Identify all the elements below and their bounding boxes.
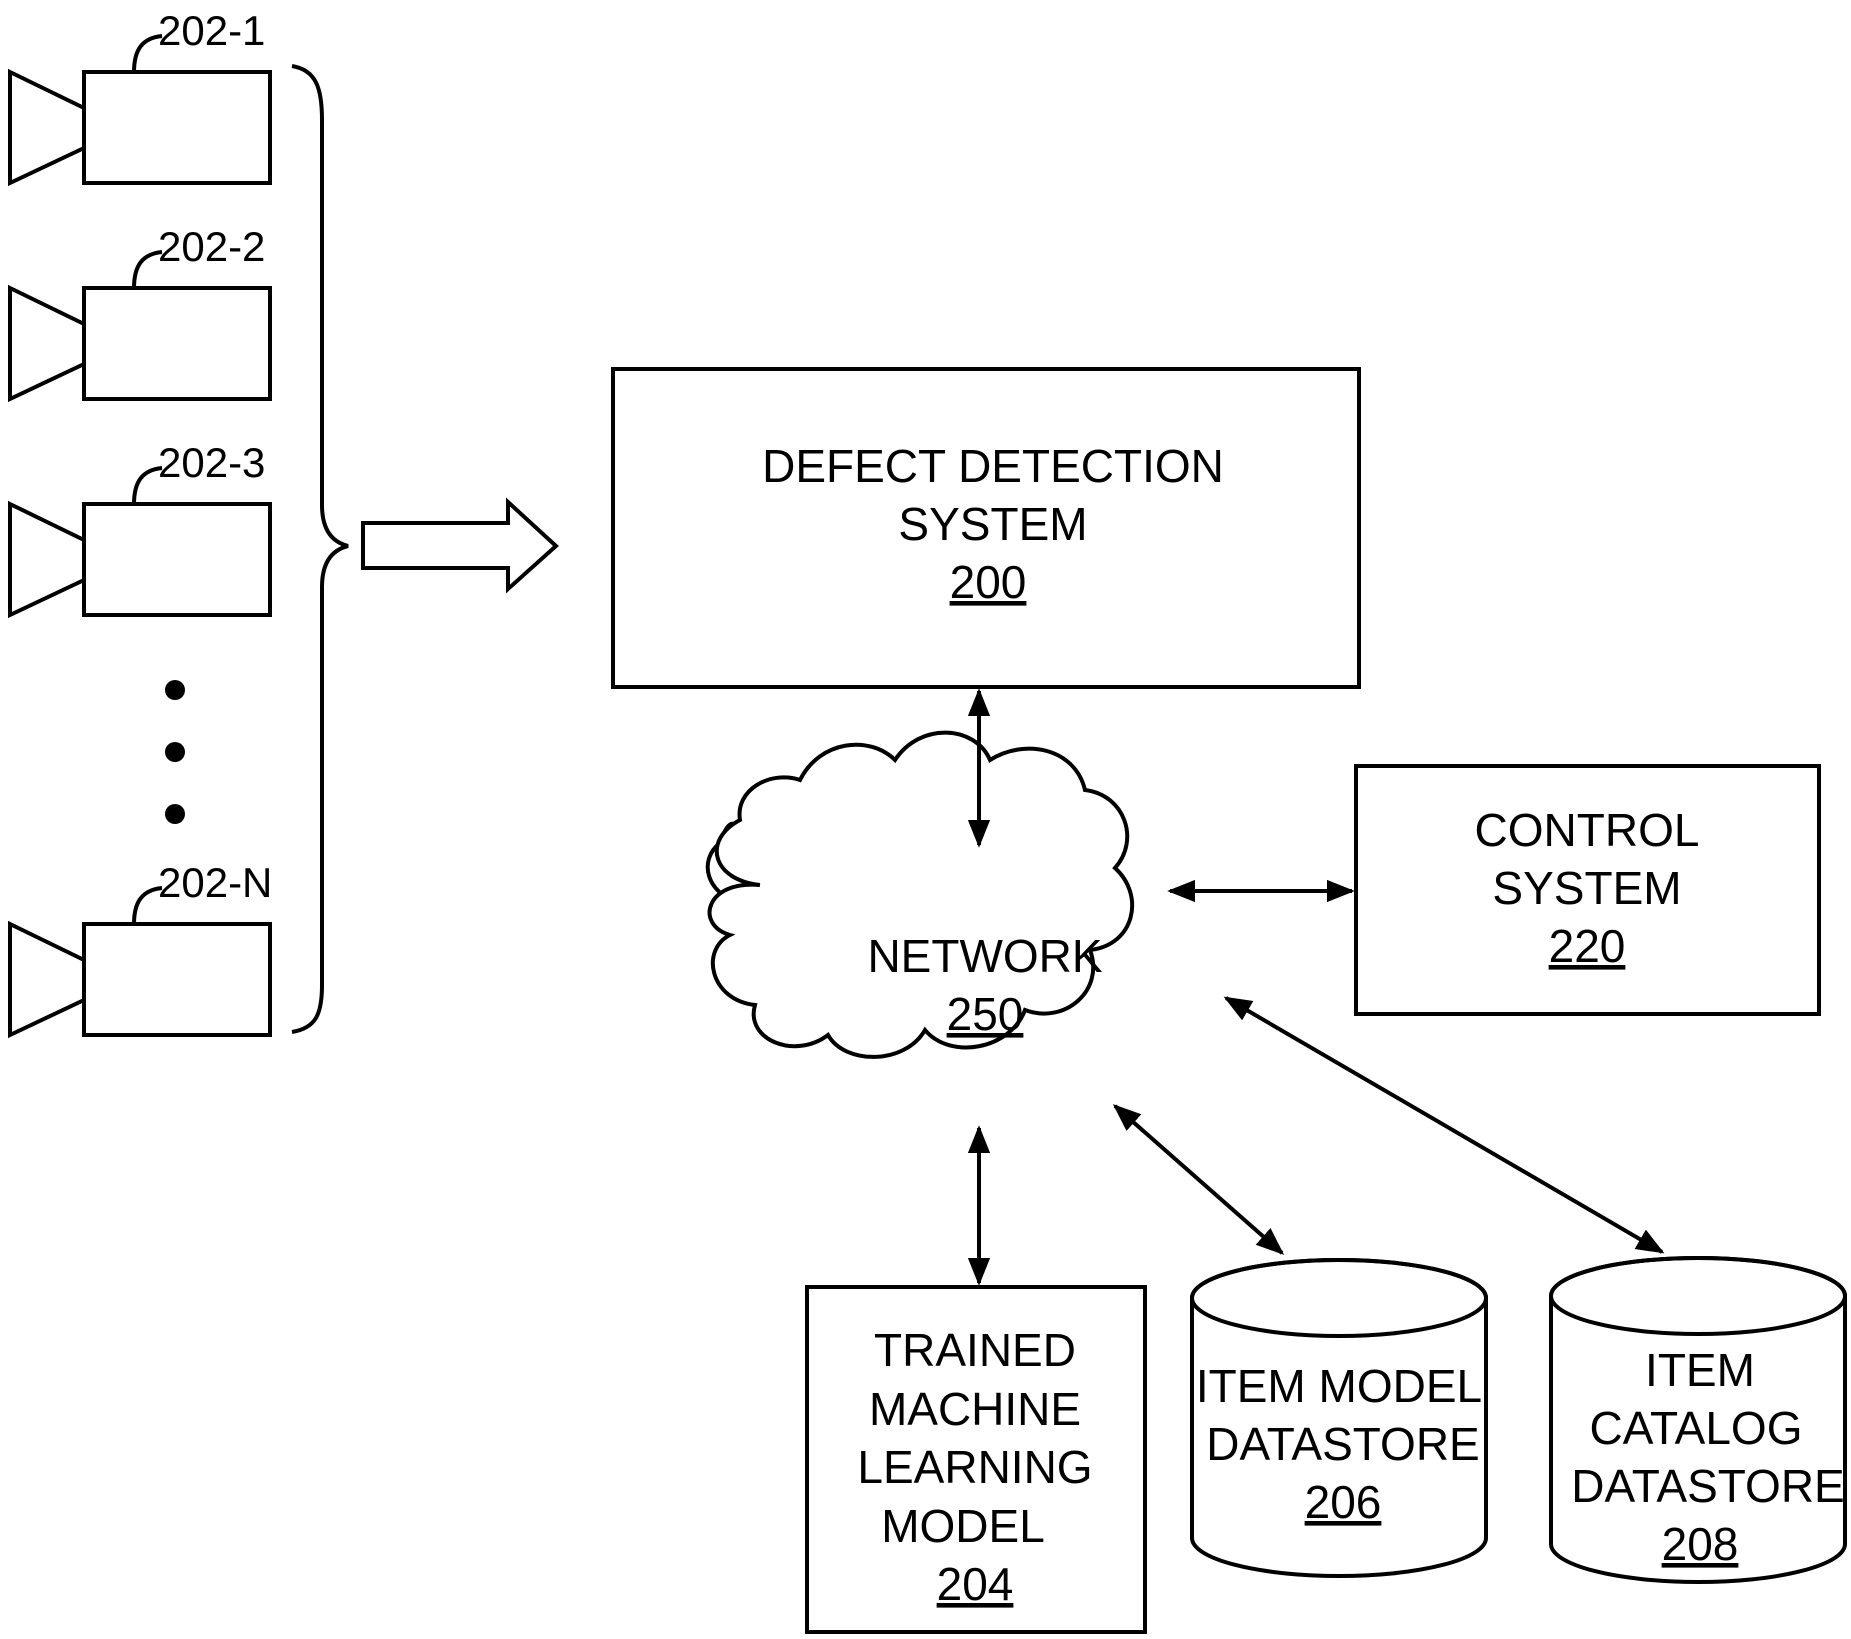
ml-model-line4: MODEL	[881, 1500, 1045, 1552]
item-catalog-line2: CATALOG	[1590, 1402, 1803, 1454]
trained-ml-model: TRAINED MACHINE LEARNING MODEL 204	[805, 1285, 1147, 1634]
item-catalog-line1: ITEM	[1645, 1344, 1755, 1396]
connector-network-item-model	[1112, 1104, 1285, 1255]
camera-202-3: 202-3	[8, 439, 272, 619]
ellipsis-dots	[165, 680, 185, 824]
connector-network-item-catalog	[1223, 996, 1665, 1254]
defect-detection-line2: SYSTEM	[898, 498, 1087, 550]
control-system-line1: CONTROL	[1475, 804, 1700, 856]
network-label: NETWORK	[867, 930, 1102, 982]
control-system: CONTROL SYSTEM 220	[1354, 764, 1821, 1016]
control-system-ref: 220	[1549, 920, 1626, 972]
defect-detection-line1: DEFECT DETECTION	[762, 440, 1224, 492]
camera-202-2: 202-2	[8, 223, 272, 403]
camera-ref-202-3: 202-3	[158, 439, 265, 486]
item-model-datastore: ITEM MODEL DATASTORE 206	[1190, 1258, 1488, 1578]
defect-detection-ref: 200	[950, 556, 1027, 608]
item-catalog-ref: 208	[1662, 1518, 1739, 1570]
item-model-line2: DATASTORE	[1206, 1418, 1479, 1470]
camera-202-N: 202-N	[8, 859, 272, 1039]
network-ref: 250	[947, 988, 1024, 1040]
camera-ref-202-N: 202-N	[158, 859, 272, 906]
ml-model-line3: LEARNING	[857, 1441, 1092, 1493]
item-model-ref: 206	[1305, 1476, 1382, 1528]
ml-model-line2: MACHINE	[869, 1383, 1081, 1435]
defect-detection-system: DEFECT DETECTION SYSTEM 200	[611, 367, 1361, 689]
control-system-line2: SYSTEM	[1492, 862, 1681, 914]
camera-ref-202-1: 202-1	[158, 7, 265, 54]
item-catalog-line3: DATASTORE	[1571, 1460, 1844, 1512]
camera-ref-202-2: 202-2	[158, 223, 265, 270]
item-catalog-datastore: ITEM CATALOG DATASTORE 208	[1549, 1256, 1847, 1584]
network-cloud: NETWORK 250	[705, 730, 1135, 1059]
input-flow-arrow	[361, 497, 559, 594]
camera-202-1: 202-1	[8, 7, 272, 187]
ml-model-ref: 204	[937, 1558, 1014, 1610]
ml-model-line1: TRAINED	[874, 1324, 1076, 1376]
camera-group-brace	[291, 64, 349, 1034]
item-model-line1: ITEM MODEL	[1196, 1360, 1482, 1412]
